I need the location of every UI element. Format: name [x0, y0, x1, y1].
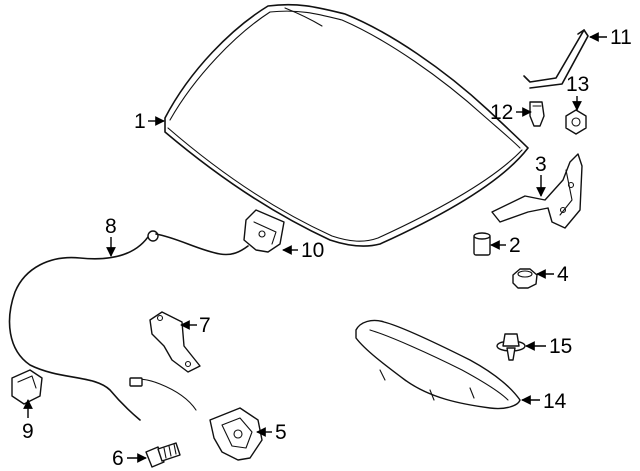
callout-15: 15 — [549, 335, 572, 358]
callout-6: 6 — [112, 447, 124, 470]
nut-part — [512, 268, 538, 289]
callout-10: 10 — [301, 239, 324, 262]
release-handle-part — [11, 369, 43, 405]
callout-5: 5 — [275, 421, 287, 444]
callout-14: 14 — [543, 390, 567, 413]
callout-3: 3 — [535, 153, 547, 176]
bolt-part — [145, 442, 181, 468]
insulator-part — [355, 319, 521, 410]
hinge-part — [491, 153, 583, 229]
callout-2: 2 — [509, 234, 521, 257]
push-clip-part — [496, 333, 526, 361]
hood-part — [164, 3, 529, 247]
latch-part — [129, 377, 263, 461]
callout-12: 12 — [490, 101, 513, 124]
grommet-part — [565, 109, 587, 135]
callout-labels: 1 2 3 4 5 6 7 8 9 10 11 12 13 14 15 — [22, 26, 632, 470]
bracket-part — [149, 311, 201, 373]
callout-7: 7 — [199, 314, 211, 337]
callout-13: 13 — [566, 73, 589, 96]
leader-lines — [23, 32, 607, 463]
hood-latch-part — [243, 209, 285, 253]
callout-9: 9 — [22, 420, 34, 443]
callout-4: 4 — [557, 263, 569, 286]
callout-1: 1 — [134, 110, 146, 133]
callout-8: 8 — [105, 215, 117, 238]
clip-part — [529, 101, 545, 127]
callout-11: 11 — [610, 26, 632, 49]
release-cable-part — [8, 230, 249, 421]
bumper-part — [473, 232, 491, 256]
support-rod-part — [523, 29, 589, 89]
